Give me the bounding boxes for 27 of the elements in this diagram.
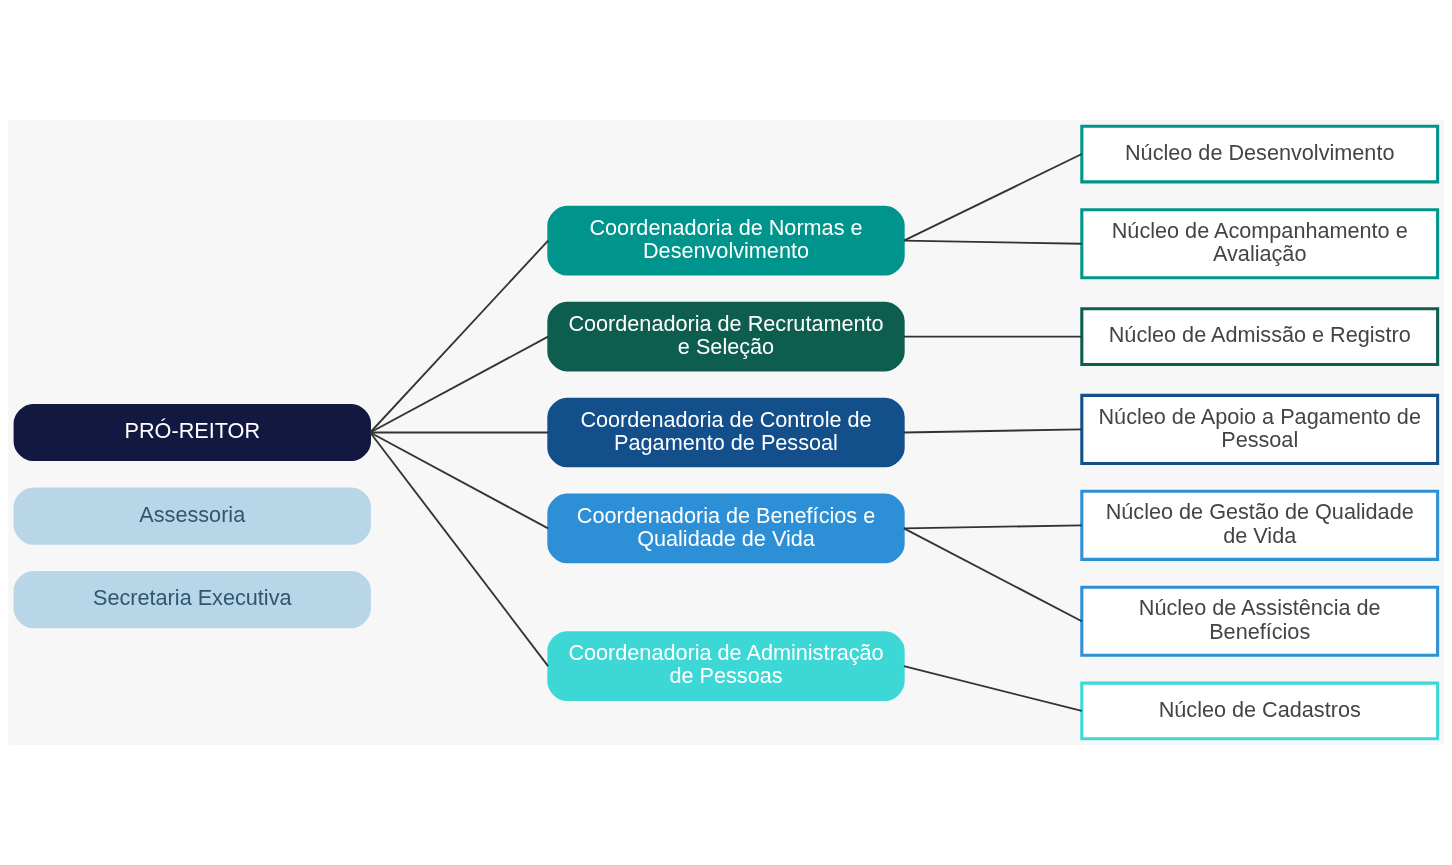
node-box: Núcleo de Admissão e Registro: [1080, 307, 1440, 366]
node-box: Assessoria: [13, 487, 371, 545]
connector: [903, 239, 1083, 245]
connector: [369, 431, 549, 668]
node-box: Núcleo de Assistência de Benefícios: [1080, 585, 1440, 657]
connector: [369, 239, 549, 434]
node-box: Núcleo de Acompanhamento e Avaliação: [1080, 208, 1440, 280]
connector: [903, 153, 1083, 242]
connector: [903, 428, 1083, 434]
connector: [369, 335, 549, 434]
node-box: Coordenadoria de Normas e Desenvolvimento: [547, 205, 905, 276]
node-box: Coordenadoria de Administração de Pessoas: [547, 631, 905, 701]
node-box: Núcleo de Desenvolvimento: [1080, 124, 1440, 184]
node-box: Núcleo de Apoio a Pagamento de Pessoal: [1080, 393, 1440, 465]
node-box: Núcleo de Gestão de Qualidade de Vida: [1080, 489, 1440, 561]
node-box: Secretaria Executiva: [13, 570, 371, 629]
connector: [903, 335, 1083, 338]
connector: [903, 524, 1083, 530]
node-box: Coordenadoria de Controle de Pagamento de Pessoal: [547, 397, 905, 468]
node-box: Coordenadoria de Benefícios e Qualidade de Vida: [547, 493, 905, 564]
node-box: Núcleo de Cadastros: [1080, 681, 1440, 741]
connector: [369, 431, 549, 434]
connector: [903, 665, 1083, 712]
node-box: PRÓ-REITOR: [13, 403, 371, 462]
connector: [369, 431, 549, 530]
connector: [903, 527, 1083, 623]
node-box: Coordenadoria de Recrutamento e Seleção: [547, 301, 905, 372]
